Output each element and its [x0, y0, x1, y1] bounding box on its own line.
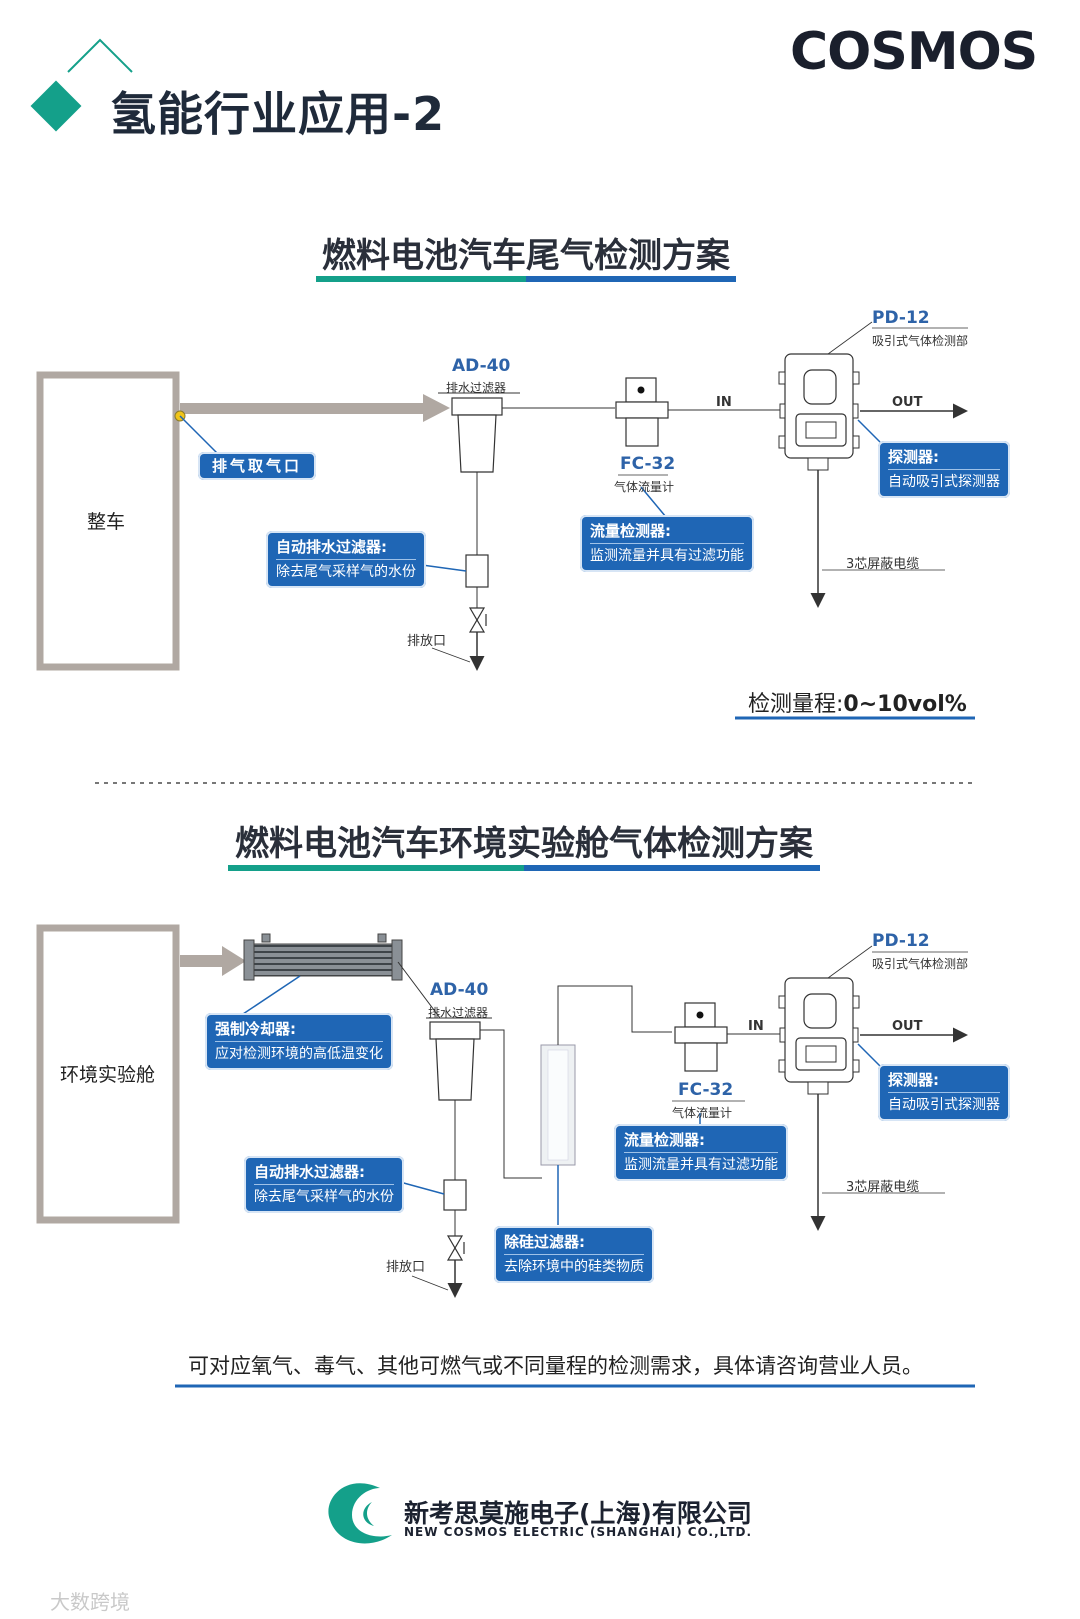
fc32-model-2: FC-32: [678, 1080, 734, 1100]
detector-tag-2: 探测器: 自动吸引式探测器: [878, 1064, 1010, 1121]
flow-tag: 流量检测器: 监测流量并具有过滤功能: [580, 515, 754, 572]
flow-tag-2-desc: 监测流量并具有过滤功能: [624, 1157, 778, 1173]
detector-tag: 探测器: 自动吸引式探测器: [878, 441, 1010, 498]
gas-flow-arrow-2: [180, 946, 246, 976]
silicon-tag-title: 除硅过滤器:: [504, 1232, 644, 1255]
filter-tag: 自动排水过滤器: 除去尾气采样气的水份: [266, 531, 426, 588]
company-logo-icon: [328, 1483, 392, 1544]
detector-tag-desc: 自动吸引式探测器: [888, 474, 1000, 490]
pd12-detector-icon-2: [778, 945, 968, 1231]
ad40-sub-2: 排水过滤器: [428, 1006, 489, 1020]
gas-flow-arrow: [180, 394, 450, 422]
intake-tag: 排气取气口: [198, 452, 317, 480]
fc32-sub-2: 气体流量计: [672, 1106, 733, 1120]
watermark-text: 大数跨境: [50, 1590, 130, 1614]
brand-logo: COSMOS: [790, 22, 1038, 82]
ad40-filter-icon: [421, 392, 520, 671]
detector-tag-2-title: 探测器:: [888, 1070, 1000, 1093]
page-title: 氢能行业应用-2: [110, 87, 446, 141]
vehicle-label: 整车: [87, 511, 126, 533]
drain-label-2: 排放口: [386, 1260, 426, 1275]
range-value: 0~10vol%: [843, 692, 967, 717]
flow-tag-2-title: 流量检测器:: [624, 1130, 778, 1153]
out-label-2: OUT: [892, 1019, 923, 1034]
silicon-tag: 除硅过滤器: 去除环境中的硅类物质: [494, 1226, 654, 1283]
company-name-en: NEW COSMOS ELECTRIC (SHANGHAI) CO.,LTD.: [404, 1525, 753, 1539]
header-chevron: [67, 38, 133, 73]
fc32-model: FC-32: [620, 454, 676, 474]
company-name-cn: 新考思莫施电子(上海)有限公司: [404, 1499, 752, 1528]
in-label: IN: [716, 395, 732, 410]
fc32-flowmeter-icon-2: [672, 1002, 745, 1126]
drain-label: 排放口: [407, 634, 447, 649]
cable-label: 3芯屏蔽电缆: [846, 557, 920, 572]
fc32-sub: 气体流量计: [614, 480, 675, 494]
flow-tag-desc: 监测流量并具有过滤功能: [590, 548, 744, 564]
vehicle-box: [36, 371, 180, 671]
pd12-sub-2: 吸引式气体检测部: [872, 957, 969, 971]
filter-tag-2: 自动排水过滤器: 除去尾气采样气的水份: [244, 1156, 404, 1213]
ad40-sub: 排水过滤器: [446, 381, 507, 395]
cooler-tag-title: 强制冷却器:: [215, 1019, 383, 1042]
filter-tag-2-title: 自动排水过滤器:: [254, 1162, 394, 1185]
flow-tag-2: 流量检测器: 监测流量并具有过滤功能: [614, 1124, 788, 1181]
footer-note: 可对应氧气、毒气、其他可燃气或不同量程的检测需求，具体请咨询营业人员。: [188, 1354, 923, 1378]
silicon-filter-icon: [540, 985, 672, 1225]
cable-label-2: 3芯屏蔽电缆: [846, 1180, 920, 1195]
silicon-tag-desc: 去除环境中的硅类物质: [504, 1259, 644, 1275]
pd12-sub: 吸引式气体检测部: [872, 334, 969, 348]
chamber-label: 环境实验舱: [60, 1064, 156, 1086]
ad40-model-2: AD-40: [430, 980, 489, 1000]
range-label: 检测量程:: [748, 692, 844, 717]
cooler-tag-desc: 应对检测环境的高低温变化: [215, 1046, 383, 1062]
section1-title: 燃料电池汽车尾气检测方案: [322, 236, 730, 276]
detector-tag-2-desc: 自动吸引式探测器: [888, 1097, 1000, 1113]
section1-title-underline: [316, 276, 736, 282]
pd12-model: PD-12: [872, 308, 930, 328]
fc32-flowmeter-icon: [615, 377, 669, 518]
chamber-box: [36, 924, 180, 1224]
ad40-filter-icon-2: [399, 1017, 542, 1298]
header-diamond: [30, 80, 82, 132]
filter-tag-2-desc: 除去尾气采样气的水份: [254, 1189, 394, 1205]
cooler-icon: [239, 933, 441, 1019]
ad40-model: AD-40: [452, 356, 511, 376]
flow-tag-title: 流量检测器:: [590, 521, 744, 544]
detector-tag-title: 探测器:: [888, 447, 1000, 470]
out-label: OUT: [892, 395, 923, 410]
range-line: 检测量程:0~10vol%: [748, 686, 967, 718]
section2-title: 燃料电池汽车环境实验舱气体检测方案: [235, 824, 813, 864]
in-label-2: IN: [748, 1019, 764, 1034]
cooler-tag: 强制冷却器: 应对检测环境的高低温变化: [205, 1013, 393, 1070]
filter-tag-desc: 除去尾气采样气的水份: [276, 564, 416, 580]
filter-tag-title: 自动排水过滤器:: [276, 537, 416, 560]
pd12-model-2: PD-12: [872, 931, 930, 951]
pd12-detector-icon: [778, 321, 968, 608]
